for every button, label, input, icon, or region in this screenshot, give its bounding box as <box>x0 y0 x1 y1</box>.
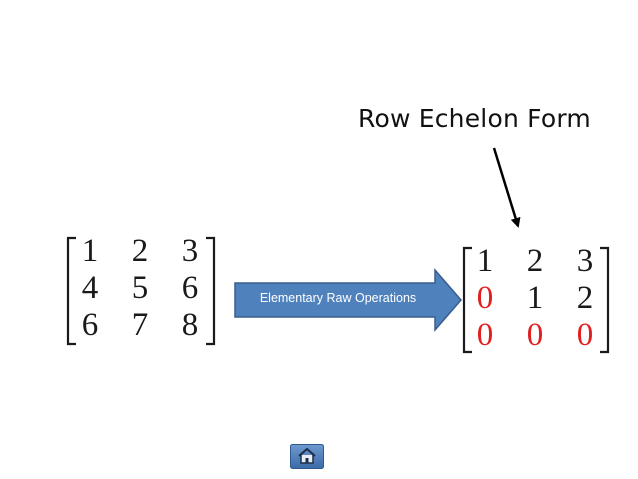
home-icon <box>290 444 324 469</box>
matrix-right-cell-zero: 0 <box>576 317 594 353</box>
home-button[interactable] <box>290 444 324 469</box>
operation-arrow <box>234 267 462 333</box>
matrix-left-cell: 4 <box>81 270 99 306</box>
matrix-left-cell: 7 <box>131 307 149 343</box>
slide-title: Row Echelon Form <box>358 104 591 133</box>
matrix-left-cell: 6 <box>81 307 99 343</box>
matrix-right-cell: 2 <box>526 243 544 279</box>
matrix-left: 1 2 3 4 5 6 6 7 8 <box>65 233 215 344</box>
matrix-right-cell-zero: 0 <box>476 317 494 353</box>
matrix-right-cell-zero: 0 <box>526 317 544 353</box>
matrix-left-cell: 8 <box>181 307 199 343</box>
operation-arrow-label: Elementary Raw Operations <box>259 291 417 305</box>
matrix-right-close-bracket <box>600 246 610 354</box>
matrix-right-cell: 3 <box>576 243 594 279</box>
matrix-right-cell: 1 <box>526 280 544 316</box>
matrix-right: 1 2 3 0 1 2 0 0 0 <box>460 243 610 354</box>
matrix-left-cell: 5 <box>131 270 149 306</box>
matrix-left-close-bracket <box>206 236 216 346</box>
matrix-right-cell-zero: 0 <box>476 280 494 316</box>
matrix-right-cell: 2 <box>576 280 594 316</box>
matrix-left-cell: 2 <box>131 233 149 269</box>
matrix-left-cell: 1 <box>81 233 99 269</box>
matrix-left-cell: 6 <box>181 270 199 306</box>
matrix-right-cell: 1 <box>476 243 494 279</box>
matrix-right-open-bracket <box>462 246 472 354</box>
matrix-left-cell: 3 <box>181 233 199 269</box>
matrix-left-open-bracket <box>66 236 76 346</box>
pointer-arrow <box>492 147 521 228</box>
